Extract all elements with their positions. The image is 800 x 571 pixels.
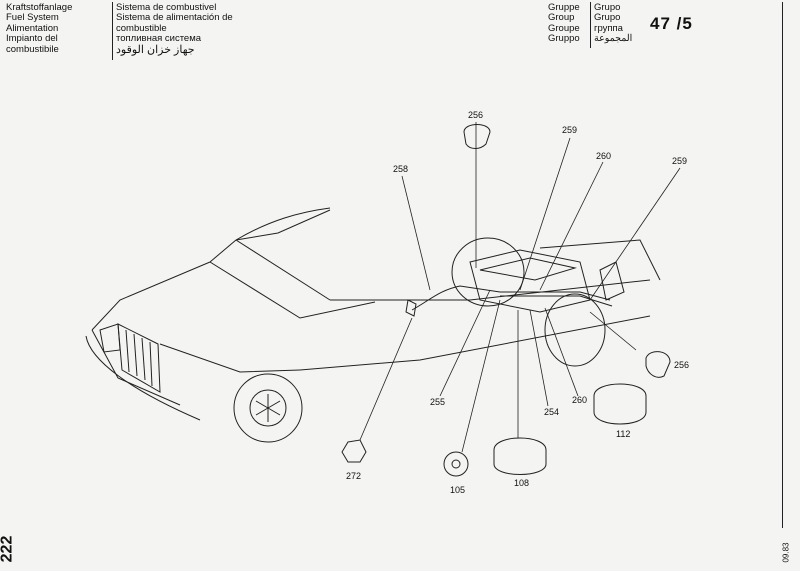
title-french: Alimentation bbox=[6, 22, 59, 34]
callout-260-top: 260 bbox=[596, 151, 611, 161]
part-256-clamp-top bbox=[463, 124, 491, 149]
page-number-text: 222 bbox=[0, 535, 16, 563]
page-number: 222 bbox=[0, 532, 24, 566]
car-headlight bbox=[99, 323, 121, 353]
callout-255: 255 bbox=[430, 397, 445, 407]
title-english: Fuel System bbox=[6, 12, 59, 24]
header-titles-left: Kraftstoffanlage Fuel System Alimentatio… bbox=[6, 2, 112, 55]
group-label-german: Gruppe bbox=[548, 2, 580, 13]
group-label-arabic: المجموعة bbox=[594, 33, 633, 45]
filler-neck bbox=[599, 261, 625, 301]
part-105-hole bbox=[451, 459, 461, 469]
car-front-wheel bbox=[233, 373, 303, 443]
callout-258: 258 bbox=[393, 164, 408, 174]
date-code: 09.83 bbox=[780, 540, 798, 568]
title-spanish-cont: combustible bbox=[116, 22, 167, 34]
title-portuguese: Sistema de combustivel bbox=[116, 2, 217, 13]
part-256-clamp-right bbox=[645, 351, 671, 378]
callout-259-right: 259 bbox=[672, 156, 687, 166]
group-label-english: Group bbox=[548, 12, 575, 24]
callout-272: 272 bbox=[346, 471, 361, 481]
group-number: 47 /5 bbox=[650, 14, 693, 33]
callout-108: 108 bbox=[514, 478, 529, 488]
date-code-text: 09.83 bbox=[781, 542, 791, 563]
car-front-fascia bbox=[91, 329, 181, 406]
page-header: Kraftstoffanlage Fuel System Alimentatio… bbox=[0, 0, 800, 64]
callout-labels: 256 259 258 260 259 256 255 254 260 112 … bbox=[346, 110, 689, 495]
car-roof-line bbox=[235, 207, 331, 241]
car-trunk bbox=[539, 239, 661, 281]
fuel-tank-top bbox=[479, 257, 577, 281]
group-label-spanish: Grupo bbox=[594, 12, 621, 24]
part-105-grommet bbox=[443, 451, 469, 477]
car-a-pillar bbox=[209, 239, 237, 263]
part-258-connector bbox=[405, 299, 417, 317]
part-272-valve bbox=[341, 439, 367, 463]
car-sill bbox=[299, 315, 651, 371]
header-titles-right: Sistema de combustivel Sistema de alimen… bbox=[116, 2, 286, 56]
car-fender bbox=[159, 343, 301, 373]
group-label-french: Groupe bbox=[548, 22, 580, 34]
leader-lines bbox=[359, 122, 681, 453]
callout-105: 105 bbox=[450, 485, 465, 495]
callout-256-top: 256 bbox=[468, 110, 483, 120]
group-labels-right: Grupo Grupo группа المجموعة bbox=[594, 2, 642, 45]
car-grille-bars bbox=[125, 329, 153, 387]
car-hood-line bbox=[235, 239, 331, 301]
callout-254: 254 bbox=[544, 407, 559, 417]
car-front-bumper bbox=[85, 335, 201, 421]
spare-wheel bbox=[544, 293, 606, 367]
part-112-ring bbox=[593, 383, 647, 425]
car-hood bbox=[91, 261, 211, 331]
group-label-portuguese: Grupo bbox=[594, 2, 621, 13]
group-divider bbox=[590, 2, 591, 48]
title-german: Kraftstoffanlage bbox=[6, 2, 73, 13]
car-hubcap-star bbox=[255, 394, 281, 422]
right-border-line bbox=[782, 2, 783, 528]
car-side-line bbox=[330, 279, 651, 301]
part-108-ring bbox=[493, 437, 547, 475]
title-italian: Impianto del combustibile bbox=[6, 33, 59, 55]
fuel-line bbox=[411, 285, 611, 311]
group-labels-left: Gruppe Group Groupe Gruppo bbox=[548, 2, 588, 45]
callout-112: 112 bbox=[616, 429, 630, 439]
callout-260-bottom: 260 bbox=[572, 395, 587, 405]
title-arabic: جهاز خزان الوقود bbox=[116, 43, 195, 56]
header-divider bbox=[112, 2, 113, 60]
callout-256-right: 256 bbox=[674, 360, 689, 370]
group-label-italian: Gruppo bbox=[548, 33, 580, 45]
car-windshield bbox=[235, 209, 331, 241]
title-spanish: Sistema de alimentación de bbox=[116, 12, 233, 24]
car-beltline bbox=[209, 261, 376, 319]
group-label-russian: группа bbox=[594, 22, 623, 34]
fuel-line-2 bbox=[500, 295, 613, 307]
rear-tire bbox=[451, 237, 525, 307]
car-hubcap bbox=[249, 389, 287, 427]
callout-259-left: 259 bbox=[562, 125, 577, 135]
car-grille bbox=[117, 323, 161, 393]
title-russian: топливная система bbox=[116, 33, 202, 45]
